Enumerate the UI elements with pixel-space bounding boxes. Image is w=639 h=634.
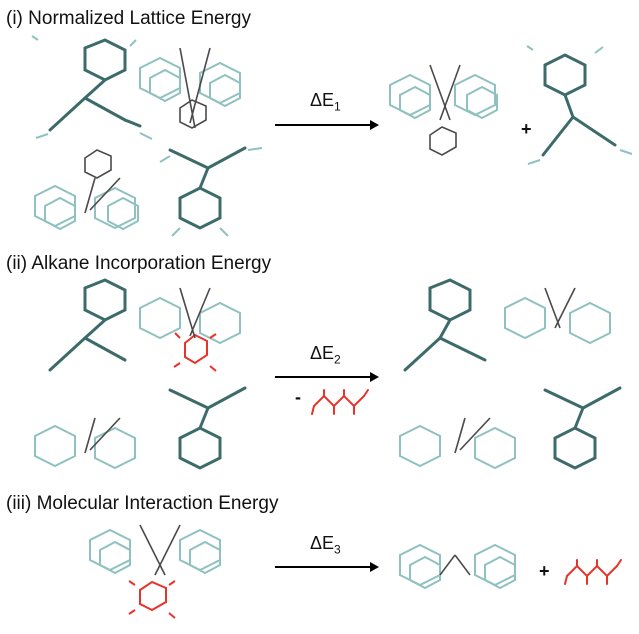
spiro-with-alkane-iii — [89, 524, 221, 619]
spiro-product-iii — [399, 543, 516, 590]
reaction-arrow-3 — [275, 562, 379, 572]
delta-e2-label: ΔE2 — [310, 343, 341, 367]
lattice-with-alkane-ii — [34, 278, 247, 470]
lattice-without-alkane-ii — [399, 278, 622, 470]
alkane-product-iii — [564, 559, 622, 585]
delta-e1-label: ΔE1 — [310, 90, 341, 114]
reaction-arrow-2 — [275, 372, 379, 382]
plus-sign-3: + — [539, 561, 550, 581]
minus-sign: - — [295, 387, 301, 407]
plus-sign-1: + — [521, 119, 532, 139]
removed-alkane-molecule — [311, 389, 369, 415]
section-title-molecular-interaction: (iii) Molecular Interaction Energy — [6, 493, 279, 514]
reaction-arrow-1 — [275, 120, 379, 130]
lattice-structure-i — [31, 35, 263, 237]
section-title-lattice-energy: (i) Normalized Lattice Energy — [6, 8, 251, 29]
spiro-molecule-product-i — [389, 64, 498, 156]
section-title-alkane-incorporation: (ii) Alkane Incorporation Energy — [6, 253, 272, 274]
delta-e3-label: ΔE3 — [310, 533, 341, 557]
aryl-amine-molecule-product-i — [526, 45, 633, 165]
